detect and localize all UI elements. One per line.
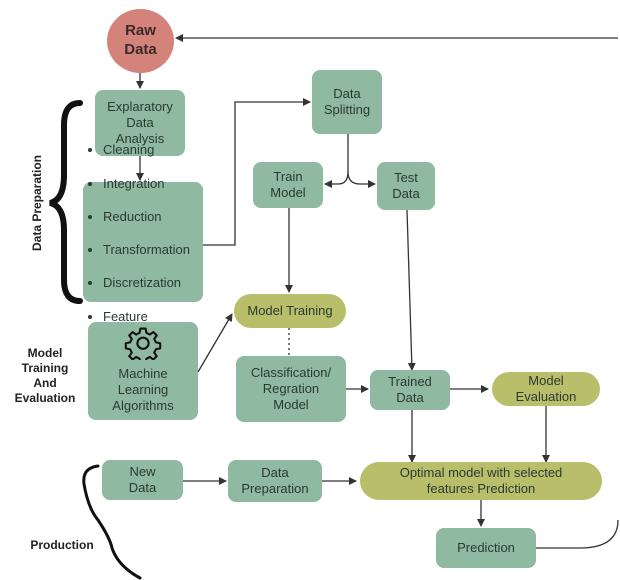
prep-steps-node: Cleaning Integration Reduction Transform… bbox=[83, 142, 203, 340]
gear-icon bbox=[124, 327, 162, 361]
brace-production bbox=[82, 464, 142, 580]
section-label-model-training: Model Training And Evaluation bbox=[14, 346, 76, 405]
section-label-data-preparation: Data Preparation bbox=[30, 154, 44, 252]
prep-step-item: Discretization bbox=[103, 275, 190, 292]
trained-data-node: Trained Data bbox=[370, 370, 450, 410]
ml-algorithms-label: Machine Learning Algorithms bbox=[112, 366, 174, 414]
arrow-test-trained bbox=[406, 209, 416, 371]
raw-data-node: Raw Data bbox=[107, 9, 174, 73]
prediction-loop-line bbox=[536, 519, 619, 549]
prep-step-item: Integration bbox=[103, 176, 190, 193]
model-training-pill: Model Training bbox=[234, 294, 346, 328]
classification-model-node: Classification/ Regration Model bbox=[236, 356, 346, 422]
section-label-production: Production bbox=[30, 538, 94, 552]
ml-algorithms-node: Machine Learning Algorithms bbox=[88, 322, 198, 420]
prep-step-item: Cleaning bbox=[103, 142, 190, 159]
brace-data-preparation bbox=[49, 100, 83, 304]
data-splitting-node: Data Splitting bbox=[312, 70, 382, 134]
prep-step-item: Transformation bbox=[103, 242, 190, 259]
eda-node: Explaratory Data Analysis bbox=[95, 90, 185, 156]
arrow-split-test bbox=[347, 171, 376, 188]
test-data-node: Test Data bbox=[377, 162, 435, 210]
train-model-node: Train Model bbox=[253, 162, 323, 208]
prep-step-item: Reduction bbox=[103, 209, 190, 226]
model-evaluation-pill: Model Evaluation bbox=[492, 372, 600, 406]
new-data-node: New Data bbox=[102, 460, 183, 500]
optimal-model-pill: Optimal model with selected features Pre… bbox=[360, 462, 602, 500]
prediction-node: Prediction bbox=[436, 528, 536, 568]
arrow-split-fork bbox=[324, 134, 349, 188]
arrow-prep-split bbox=[203, 98, 311, 246]
arrow-ml-modeltraining bbox=[197, 313, 233, 373]
data-preparation-node: Data Preparation bbox=[228, 460, 322, 502]
